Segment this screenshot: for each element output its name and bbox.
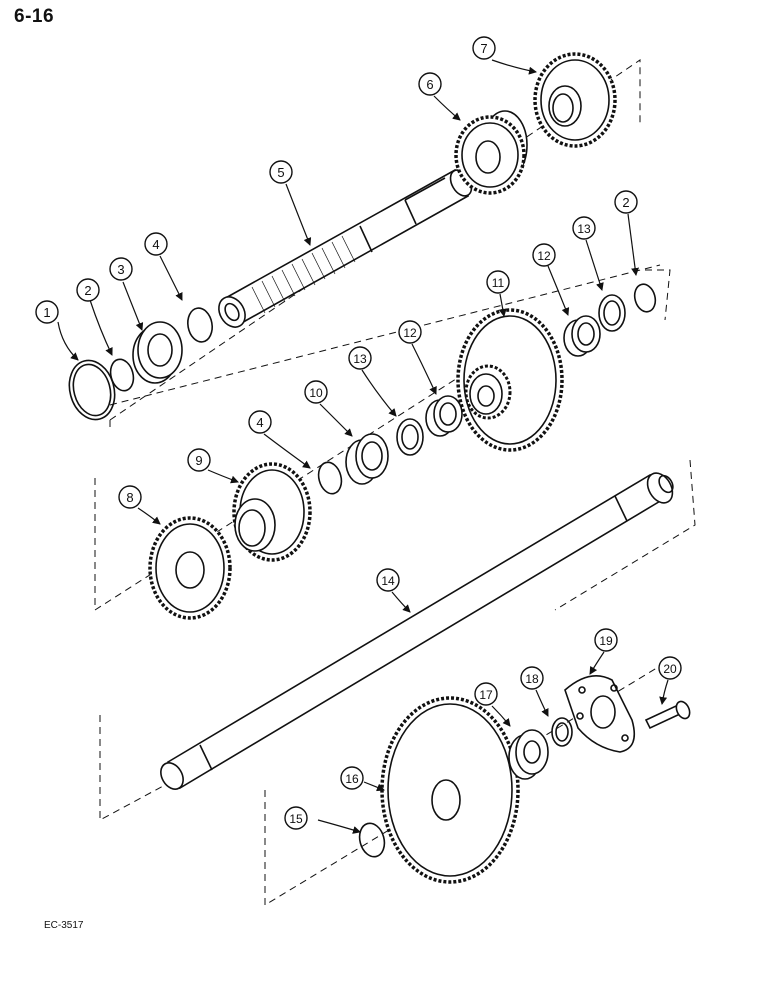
part-8-gear — [148, 516, 232, 620]
svg-text:4: 4 — [152, 237, 159, 252]
callouts: 1 2 3 4 5 6 7 2 13 12 11 12 13 10 4 9 8 … — [35, 36, 682, 830]
svg-text:16: 16 — [345, 772, 359, 786]
callout-8: 8 — [118, 485, 142, 509]
part-20-bolt — [644, 700, 691, 730]
callout-20: 20 — [658, 656, 682, 680]
leader-arrows — [57, 59, 669, 834]
callout-2-right: 2 — [614, 190, 638, 214]
callout-15: 15 — [284, 806, 308, 830]
callout-4-middle: 4 — [248, 410, 272, 434]
callout-12-middle: 12 — [398, 320, 422, 344]
callout-5: 5 — [269, 160, 293, 184]
callout-10: 10 — [304, 380, 328, 404]
svg-text:14: 14 — [381, 574, 395, 588]
part-2-snap-ring — [109, 358, 135, 392]
callout-3: 3 — [109, 257, 133, 281]
svg-text:2: 2 — [84, 283, 91, 298]
svg-text:15: 15 — [289, 812, 303, 826]
svg-text:1: 1 — [43, 305, 50, 320]
svg-text:3: 3 — [117, 262, 124, 277]
callout-18: 18 — [520, 666, 544, 690]
svg-text:12: 12 — [537, 249, 551, 263]
svg-text:10: 10 — [309, 386, 323, 400]
callout-19: 19 — [594, 628, 618, 652]
part-10-bushing — [345, 433, 389, 485]
part-12-bushing-upper — [563, 315, 601, 357]
svg-text:13: 13 — [353, 352, 367, 366]
part-4-snap-ring-middle — [317, 461, 343, 495]
part-12-bushing-middle — [425, 395, 463, 437]
part-4-snap-ring-upper — [187, 307, 213, 343]
svg-text:5: 5 — [277, 165, 284, 180]
callout-6: 6 — [418, 72, 442, 96]
svg-text:19: 19 — [599, 634, 613, 648]
svg-text:12: 12 — [403, 326, 417, 340]
callout-13-middle: 13 — [348, 346, 372, 370]
part-16-large-gear — [380, 696, 520, 884]
svg-text:11: 11 — [492, 276, 505, 290]
svg-text:17: 17 — [479, 688, 493, 702]
svg-text:7: 7 — [480, 41, 487, 56]
callout-4: 4 — [144, 232, 168, 256]
part-1-snap-ring — [68, 359, 116, 421]
part-14-long-shaft — [160, 472, 674, 790]
callout-11: 11 — [486, 270, 510, 294]
callout-16: 16 — [340, 766, 364, 790]
part-11-cluster-gear — [456, 308, 564, 452]
part-19-retainer-plate — [564, 674, 636, 753]
svg-text:9: 9 — [195, 453, 202, 468]
part-15-snap-ring — [358, 822, 386, 858]
part-2-snap-ring-right — [633, 283, 657, 313]
svg-text:2: 2 — [622, 195, 629, 210]
callout-9: 9 — [187, 448, 211, 472]
svg-text:8: 8 — [126, 490, 133, 505]
page-number: 6-16 — [14, 6, 55, 27]
part-3-bearing — [132, 321, 183, 384]
part-5-main-shaft — [218, 168, 473, 328]
svg-text:6: 6 — [426, 77, 433, 92]
figure-code: EC-3517 — [44, 920, 84, 931]
callout-13-upper: 13 — [572, 216, 596, 240]
callout-17: 17 — [474, 682, 498, 706]
part-7-gear — [533, 52, 617, 148]
svg-text:18: 18 — [525, 672, 539, 686]
part-13-thrust-washer-middle — [396, 418, 424, 456]
callout-2: 2 — [76, 278, 100, 302]
callout-14: 14 — [376, 568, 400, 592]
callout-7: 7 — [472, 36, 496, 60]
part-18-ring — [551, 717, 573, 747]
svg-text:4: 4 — [256, 415, 263, 430]
part-17-bearing — [508, 729, 549, 780]
part-9-gear — [232, 462, 312, 562]
part-6-gear — [454, 110, 528, 195]
svg-text:13: 13 — [577, 222, 591, 236]
svg-text:20: 20 — [663, 662, 677, 676]
callout-12-upper: 12 — [532, 243, 556, 267]
part-13-thrust-washer-upper — [598, 294, 626, 332]
callout-1: 1 — [35, 300, 59, 324]
